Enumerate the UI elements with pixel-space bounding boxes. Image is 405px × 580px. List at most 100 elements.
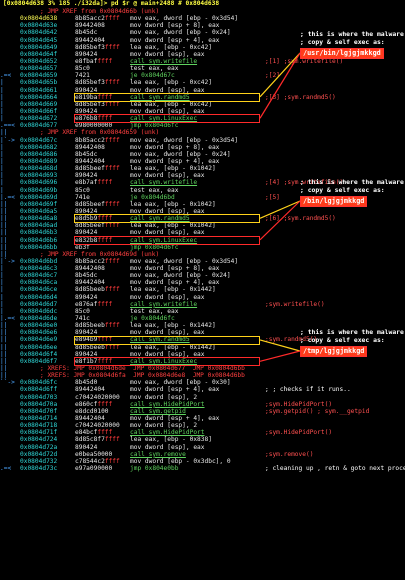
address[interactable]: 0x0804d677 [20, 122, 58, 130]
address[interactable]: 0x0804d6b6 [20, 236, 58, 244]
address[interactable]: 0x0804d71f [20, 429, 58, 437]
address[interactable]: 0x0804d63e [20, 22, 58, 30]
address[interactable]: 0x0804d72d [20, 450, 58, 458]
address[interactable]: 0x0804d6a5 [20, 207, 58, 215]
address[interactable]: 0x0804d718 [20, 422, 58, 430]
address[interactable]: 0x0804d732 [20, 457, 58, 465]
address[interactable]: 0x0804d6ca [20, 279, 58, 287]
address[interactable]: 0x0804d6bb [20, 243, 58, 251]
address[interactable]: 0x0804d669 [20, 100, 58, 108]
address[interactable]: 0x0804d67c [20, 136, 58, 144]
xref-comment-line[interactable]: ||; JMP XREF from 0x0804d659 (unk) [0, 129, 405, 136]
address[interactable]: 0x0804d6a8 [20, 215, 58, 223]
address[interactable]: 0x0804d73c [20, 465, 58, 472]
address[interactable]: 0x0804d645 [20, 36, 58, 44]
address[interactable]: 0x0804d70f [20, 407, 58, 415]
address[interactable]: 0x0804d6b3 [20, 229, 58, 237]
address[interactable]: 0x0804d64f [20, 50, 58, 58]
address[interactable]: 0x0804d6d7 [20, 300, 58, 308]
address[interactable]: 0x0804d6e0 [20, 322, 58, 330]
disassembly-listing[interactable]: ; JMP XREF from 0x0804d66b (unk)0x0804d6… [0, 8, 405, 472]
address[interactable]: 0x0804d649 [20, 43, 58, 51]
address[interactable]: 0x0804d6ce [20, 286, 58, 294]
address[interactable]: 0x0804d6e9 [20, 336, 58, 344]
address[interactable]: 0x0804d682 [20, 143, 58, 151]
address[interactable]: 0x0804d68d [20, 165, 58, 173]
address[interactable]: 0x0804d6ee [20, 343, 58, 351]
address[interactable]: 0x0804d659 [20, 72, 58, 80]
address[interactable]: 0x0804d6ad [20, 222, 58, 230]
address[interactable]: 0x0804d6e6 [20, 329, 58, 337]
address[interactable]: 0x0804d6fc [20, 379, 58, 387]
xref-comment-line[interactable]: ||; JMP XREF from 0x0804d69d (unk) [0, 251, 405, 258]
address[interactable]: 0x0804d6f4 [20, 350, 58, 358]
address[interactable]: 0x0804d72a [20, 443, 58, 451]
address[interactable]: 0x0804d724 [20, 436, 58, 444]
address[interactable]: 0x0804d6ff [20, 386, 58, 394]
address[interactable]: 0x0804d696 [20, 179, 58, 187]
address[interactable]: 0x0804d6dc [20, 307, 58, 315]
address[interactable]: 0x0804d65b [20, 79, 58, 87]
xref-comment-line[interactable]: ||; XREFS: JMP 0x0804d6de JMP 0x0804d677… [0, 365, 405, 372]
address[interactable]: 0x0804d6c7 [20, 272, 58, 280]
address[interactable]: 0x0804d689 [20, 157, 58, 165]
address[interactable]: 0x0804d661 [20, 86, 58, 94]
address[interactable]: 0x0804d6bd [20, 257, 58, 265]
address[interactable]: 0x0804d664 [20, 93, 58, 101]
address[interactable]: 0x0804d6f7 [20, 357, 58, 365]
address[interactable]: 0x0804d714 [20, 415, 58, 423]
address[interactable]: 0x0804d6d4 [20, 293, 58, 301]
address[interactable]: 0x0804d672 [20, 115, 58, 123]
address[interactable]: 0x0804d6de [20, 315, 58, 323]
address[interactable]: 0x0804d652 [20, 57, 58, 65]
address[interactable]: 0x0804d69b [20, 186, 58, 194]
